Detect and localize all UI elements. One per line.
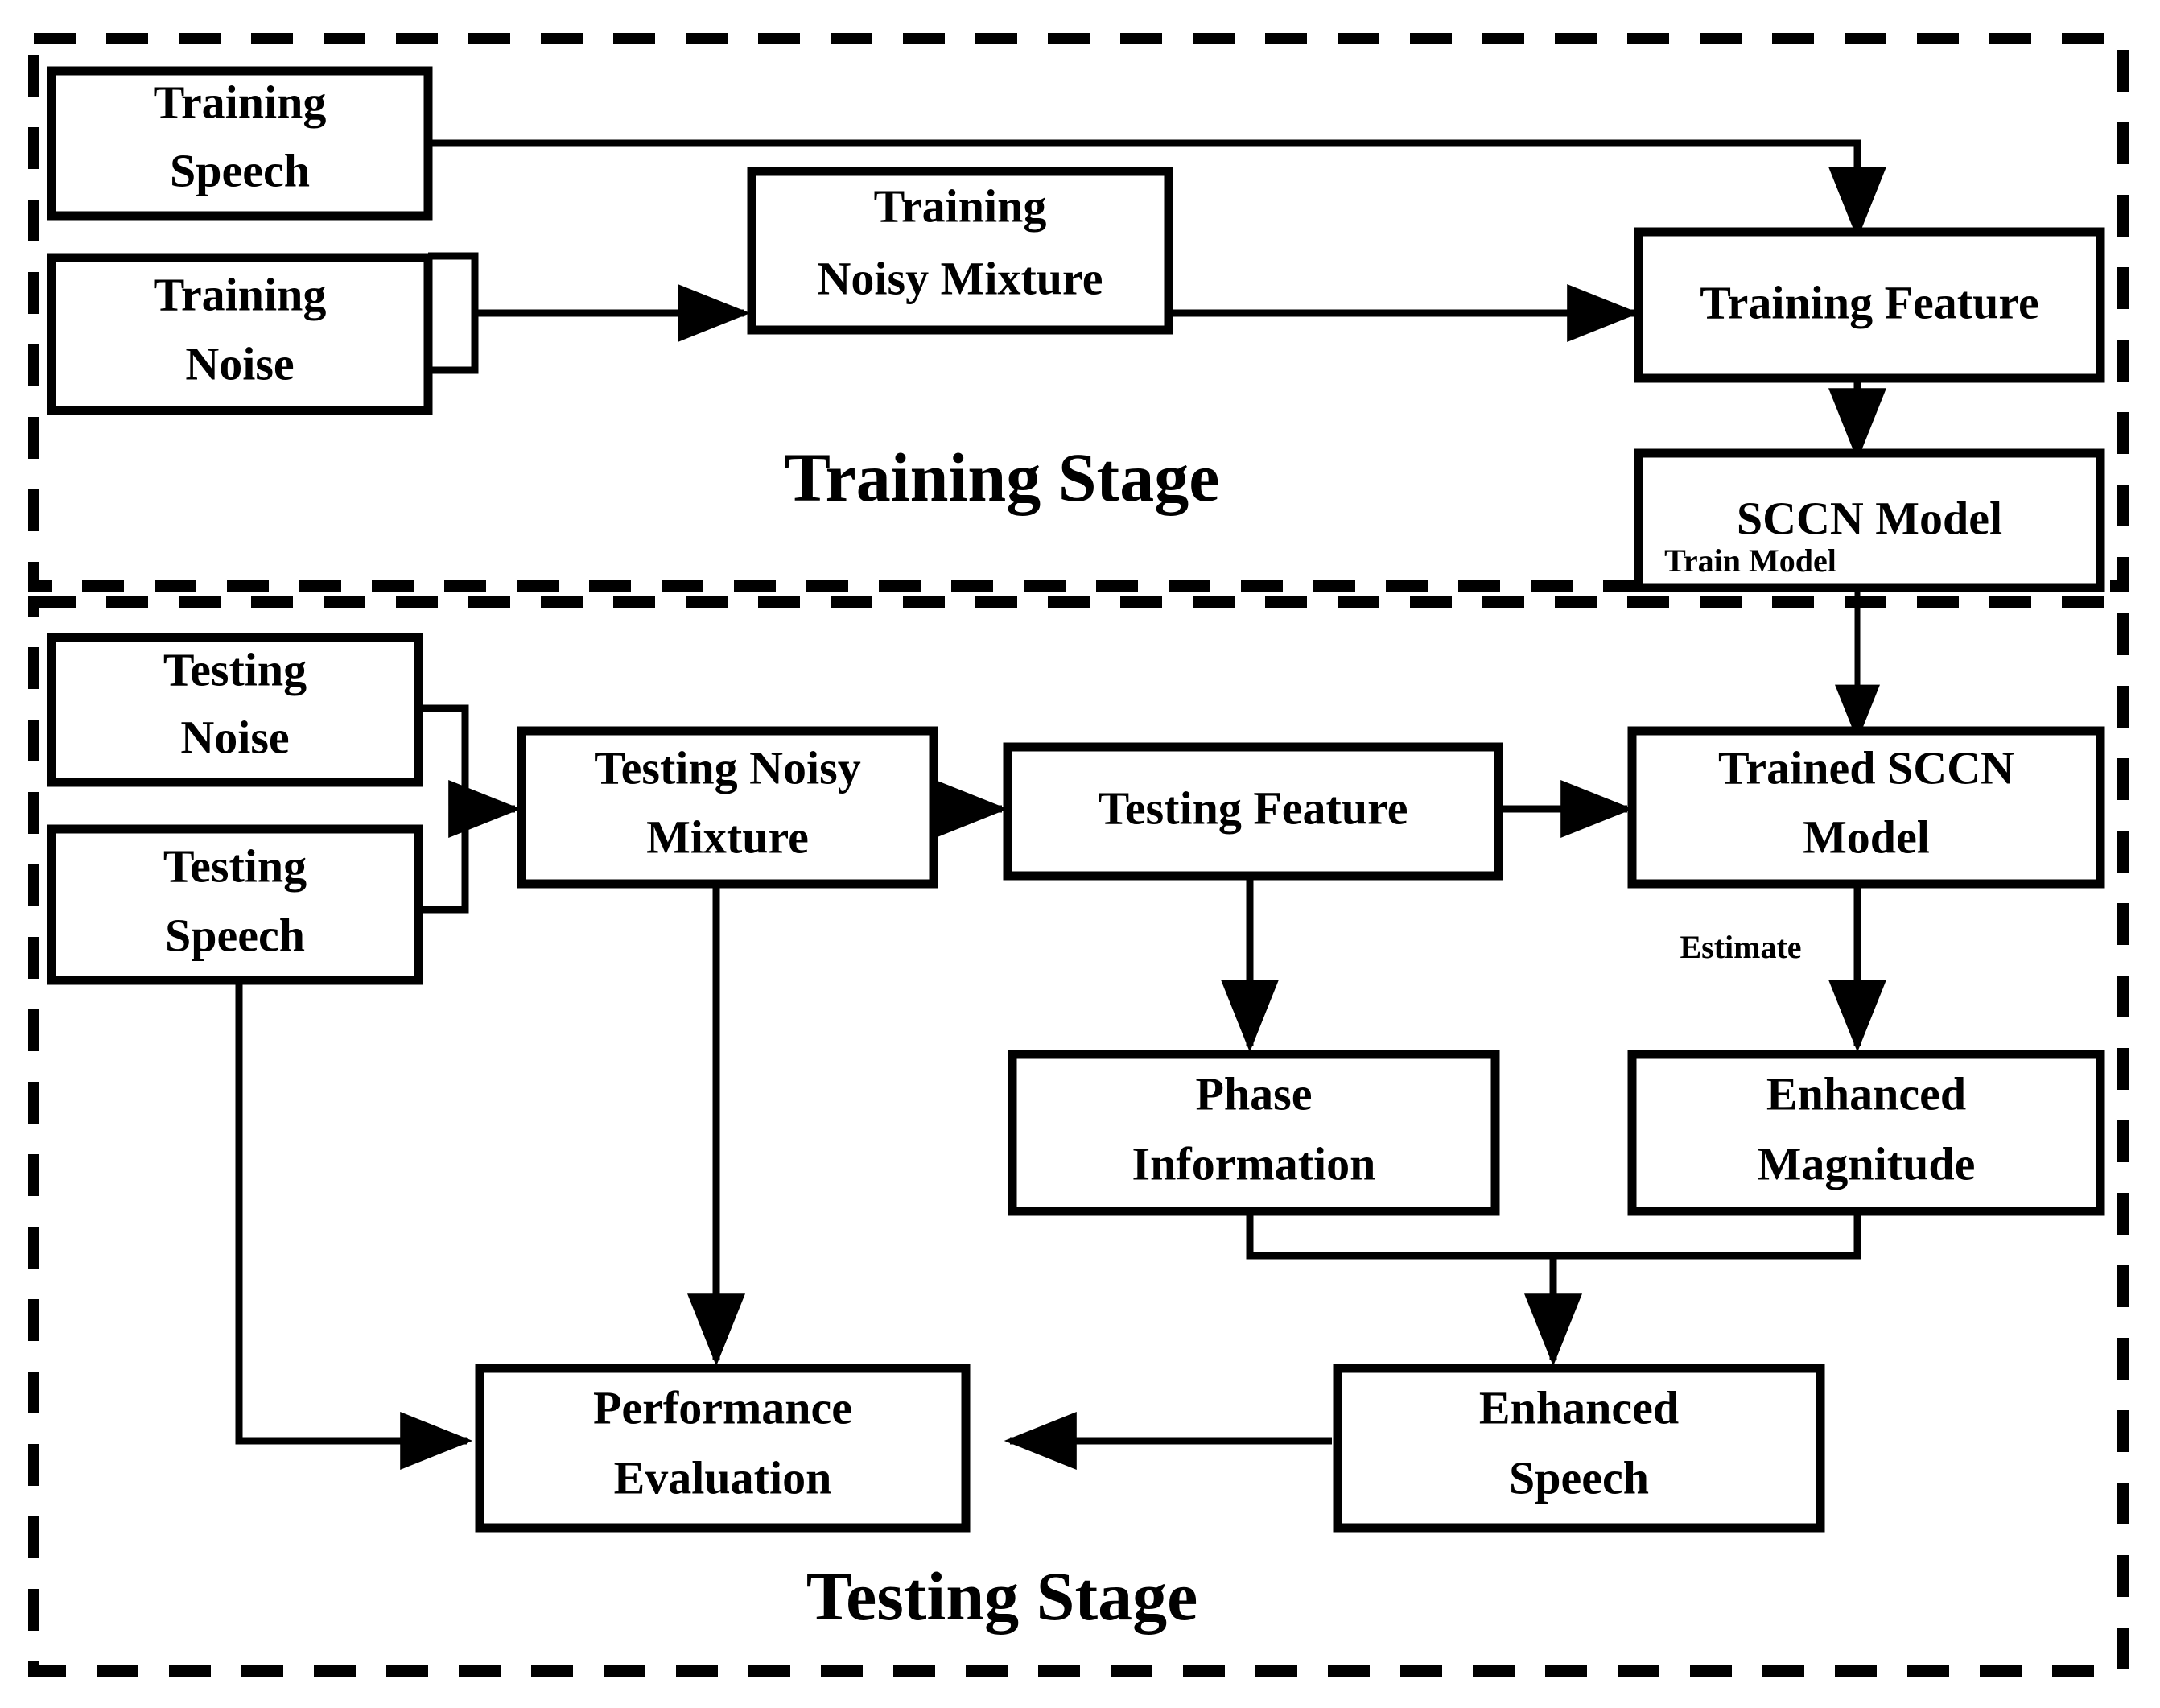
node-testing-speech-line-2: Speech [165, 909, 305, 961]
node-testing-noise[interactable]: Testing Noise [47, 633, 423, 787]
testing-stage-title: Testing Stage [806, 1557, 1198, 1635]
node-training-feature[interactable]: Training Feature [1634, 227, 2105, 383]
node-enhanced-speech[interactable]: Enhanced Speech [1333, 1364, 1825, 1533]
edge-label-train-model: Train Model [1664, 543, 1836, 579]
node-enhanced-speech-line-2: Speech [1509, 1451, 1649, 1504]
edge-training-speech-to-training-feature [428, 139, 1886, 240]
node-trained-sccn-model[interactable]: Trained SCCN Model [1627, 726, 2105, 889]
node-testing-noisy-mixture[interactable]: Testing Noisy Mixture [517, 726, 938, 889]
node-training-noise-line-2: Noise [185, 337, 294, 390]
node-enhanced-speech-line-1: Enhanced [1479, 1381, 1679, 1434]
node-performance-evaluation[interactable]: Performance Evaluation [475, 1364, 971, 1533]
node-enhanced-magnitude-line-1: Enhanced [1766, 1067, 1966, 1120]
edge-merge-bracket-phase-magnitude [1246, 1211, 1861, 1260]
edge-testing-speech-to-performance-evaluation [235, 984, 473, 1470]
node-training-noisy-mixture-line-1: Training [874, 179, 1047, 232]
node-testing-speech-line-1: Testing [163, 840, 307, 892]
node-training-noisy-mixture-line-2: Noisy Mixture [818, 252, 1103, 304]
training-stage-frame [28, 33, 2129, 592]
node-phase-information[interactable]: Phase Information [1008, 1050, 1500, 1216]
node-phase-information-line-2: Information [1132, 1137, 1376, 1190]
node-testing-feature-label: Testing Feature [1098, 782, 1408, 834]
node-enhanced-magnitude-line-2: Magnitude [1758, 1137, 1976, 1190]
node-training-speech-line-1: Training [154, 76, 327, 128]
node-testing-feature[interactable]: Testing Feature [1003, 742, 1503, 881]
node-testing-noisy-mixture-line-1: Testing Noisy [594, 741, 860, 794]
node-sccn-model-label: SCCN Model [1737, 492, 2002, 544]
node-performance-evaluation-line-2: Evaluation [614, 1451, 832, 1504]
node-training-feature-label: Training Feature [1700, 276, 2039, 328]
node-testing-noisy-mixture-line-2: Mixture [646, 811, 809, 863]
node-testing-noise-line-1: Testing [163, 643, 307, 695]
training-stage-title: Training Stage [785, 439, 1220, 516]
edge-merge-bracket-training [428, 252, 479, 374]
edge-merge-bracket-testing [418, 704, 469, 914]
edge-label-estimate: Estimate [1680, 929, 1801, 965]
edge-merge-to-training-noisy-mixture [471, 256, 744, 370]
node-training-speech-line-2: Speech [170, 144, 310, 196]
node-testing-speech[interactable]: Testing Speech [47, 824, 423, 985]
testing-stage-frame [28, 596, 2129, 1677]
node-testing-noise-line-2: Noise [180, 711, 289, 763]
node-phase-information-line-1: Phase [1196, 1067, 1313, 1120]
node-training-noise[interactable]: Training Noise [47, 253, 433, 415]
node-training-speech[interactable]: Training Speech [47, 66, 433, 221]
node-enhanced-magnitude[interactable]: Enhanced Magnitude [1627, 1050, 2105, 1216]
node-trained-sccn-model-line-2: Model [1803, 811, 1930, 863]
node-training-noise-line-1: Training [154, 268, 327, 320]
node-trained-sccn-model-line-1: Trained SCCN [1718, 741, 2014, 794]
node-sccn-model[interactable]: SCCN Model [1634, 448, 2105, 592]
node-performance-evaluation-line-1: Performance [593, 1381, 852, 1434]
node-training-noisy-mixture[interactable]: Training Noisy Mixture [747, 167, 1173, 335]
